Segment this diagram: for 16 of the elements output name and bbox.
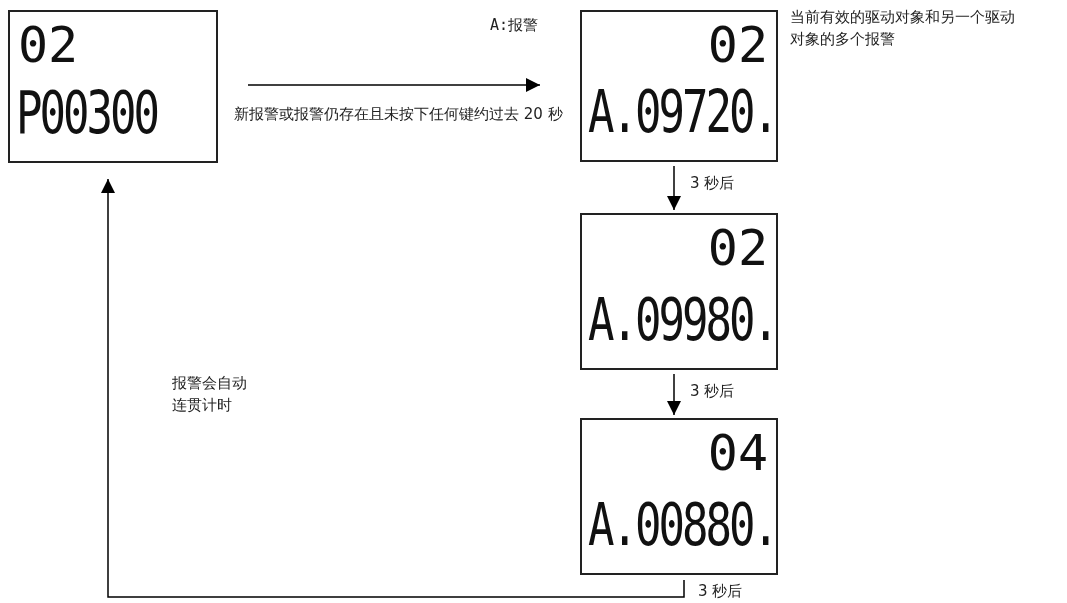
display-panel <box>580 213 778 370</box>
display-code: A.00880. <box>588 489 776 561</box>
display-digits: 02 <box>707 223 768 273</box>
display-digits: 02 <box>707 20 768 70</box>
display-panel <box>580 418 778 575</box>
arrow <box>667 373 681 416</box>
arrow <box>667 165 681 211</box>
arrow <box>247 78 541 92</box>
display-digits: 02 <box>18 20 79 70</box>
display-panel <box>580 10 778 162</box>
display-code: P00300 <box>16 77 157 149</box>
arrow <box>101 178 685 598</box>
display-code: A.09720. <box>588 76 776 148</box>
display-digits: 04 <box>707 428 768 478</box>
display-code: A.09980. <box>588 284 776 356</box>
display-panel <box>8 10 218 163</box>
